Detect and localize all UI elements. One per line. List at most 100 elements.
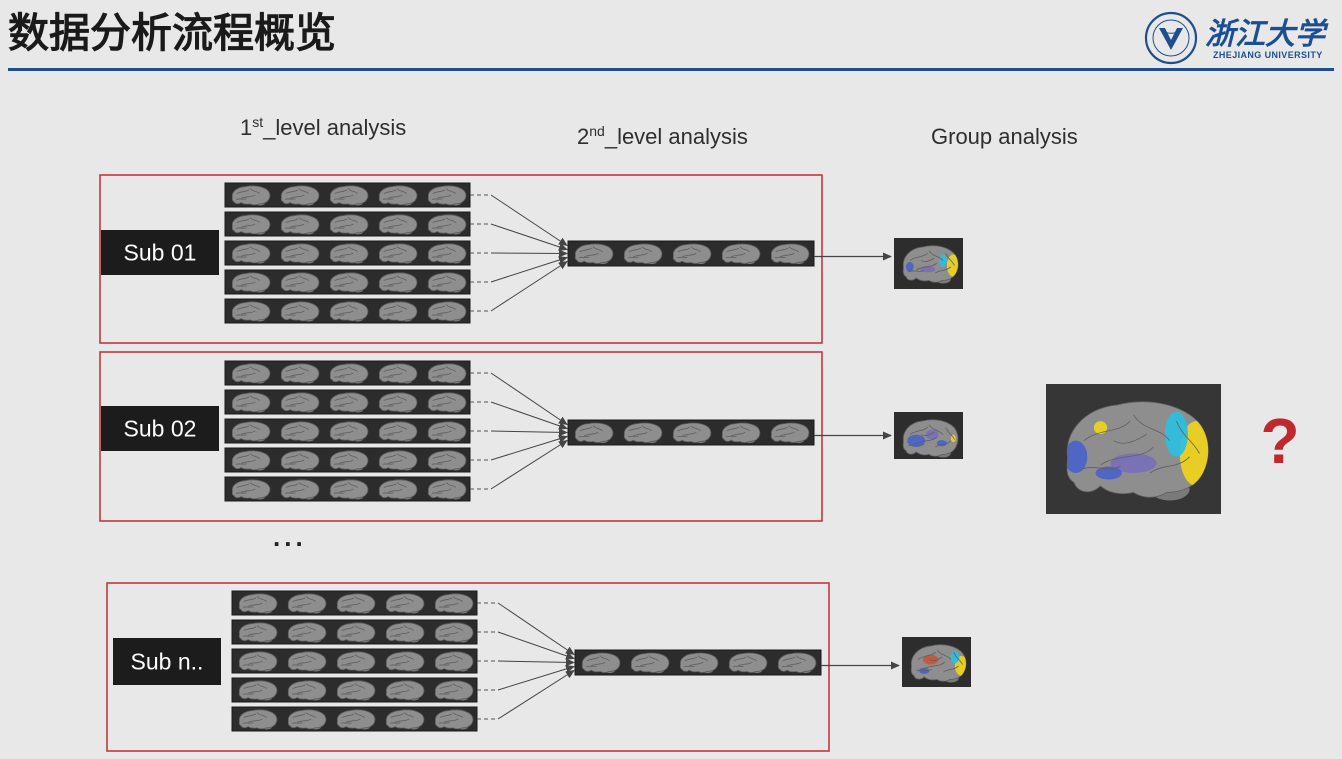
first-level-run-strip: [231, 677, 478, 703]
brain-thumbnail: [428, 480, 466, 500]
arrow: [490, 223, 568, 251]
slide-title: 数据分析流程概览: [8, 9, 336, 57]
first-level-run-strip: [224, 360, 471, 386]
first-level-run-strip: [224, 418, 471, 444]
brain-thumbnail: [771, 423, 809, 444]
brain-thumbnail: [435, 594, 473, 614]
brain-thumbnail: [232, 422, 270, 442]
brain-thumbnail: [239, 710, 277, 730]
first-level-run-strip: [231, 648, 478, 674]
brain-thumbnail: [330, 273, 368, 293]
subject-label-box: [101, 406, 219, 451]
arrow: [490, 401, 568, 430]
brain-thumbnail: [428, 422, 466, 442]
subject-result-brain: [902, 637, 971, 687]
second-level-strip: [574, 649, 822, 676]
brain-thumbnail: [281, 273, 319, 293]
brain-thumbnail: [330, 244, 368, 264]
subject-pipeline: Sub 01: [99, 174, 963, 344]
second-level-strip: [567, 240, 815, 267]
brain-thumbnail: [379, 422, 417, 442]
brain-thumbnail: [379, 393, 417, 413]
brain-thumbnail: [281, 186, 319, 206]
heading-first-level: 1st_level analysis: [240, 114, 406, 140]
ellipsis: ...: [273, 522, 307, 552]
brain-thumbnail: [428, 302, 466, 322]
activation-brain-image: [903, 246, 960, 284]
first-level-run-strip: [224, 447, 471, 473]
brain-thumbnail: [232, 451, 270, 471]
heading-second-level-number: 2: [577, 124, 589, 149]
subject-label-box: [101, 230, 219, 275]
brain-thumbnail: [288, 623, 326, 643]
brain-thumbnail: [281, 244, 319, 264]
brain-thumbnail: [232, 364, 270, 384]
brain-thumbnail: [428, 364, 466, 384]
brain-thumbnail: [575, 244, 613, 265]
brain-thumbnail: [337, 623, 375, 643]
brain-thumbnail: [288, 652, 326, 672]
brain-thumbnail: [379, 480, 417, 500]
activation-brain-image: [903, 420, 958, 458]
header-rule: [8, 68, 1334, 71]
brain-thumbnail: [729, 653, 767, 674]
brain-thumbnail: [232, 480, 270, 500]
first-level-run-strip: [224, 476, 471, 502]
brain-thumbnail: [232, 302, 270, 322]
second-level-strip: [567, 419, 815, 446]
arrow: [490, 194, 568, 247]
arrow: [497, 658, 575, 667]
arrow: [490, 249, 568, 258]
brain-thumbnail: [582, 653, 620, 674]
brain-thumbnail: [379, 451, 417, 471]
university-logo: 浙江大学 ZHEJIANG UNIVERSITY: [1144, 11, 1329, 65]
brain-thumbnail: [330, 186, 368, 206]
brain-thumbnail: [232, 393, 270, 413]
arrow: [490, 435, 568, 461]
group-result: [1046, 384, 1221, 514]
heading-first-level-rest: _level analysis: [262, 115, 406, 140]
brain-thumbnail: [379, 215, 417, 235]
arrow: [497, 631, 575, 660]
subject-label-box: [113, 638, 221, 685]
subject-box: [99, 174, 823, 344]
brain-thumbnail: [337, 681, 375, 701]
brain-thumbnail: [624, 244, 662, 265]
brain-thumbnail: [673, 423, 711, 444]
brain-thumbnail: [232, 186, 270, 206]
brain-thumbnail: [281, 422, 319, 442]
brain-thumbnail: [330, 364, 368, 384]
brain-thumbnail: [722, 244, 760, 265]
brain-thumbnail: [330, 215, 368, 235]
subject-pipeline: Sub n..: [106, 582, 971, 752]
arrow: [497, 665, 575, 691]
brain-thumbnail: [386, 710, 424, 730]
brain-thumbnail: [232, 273, 270, 293]
brain-thumbnail: [281, 302, 319, 322]
brain-thumbnail: [428, 393, 466, 413]
brain-thumbnail: [379, 364, 417, 384]
subject-box: [106, 582, 830, 752]
heading-first-level-number: 1: [240, 115, 252, 140]
brain-thumbnail: [281, 480, 319, 500]
brain-thumbnail: [281, 364, 319, 384]
brain-thumbnail: [337, 594, 375, 614]
arrow: [490, 439, 568, 490]
brain-thumbnail: [771, 244, 809, 265]
brain-thumbnail: [281, 451, 319, 471]
brain-thumbnail: [435, 652, 473, 672]
brain-thumbnail: [428, 244, 466, 264]
brain-thumbnail: [330, 480, 368, 500]
brain-thumbnail: [330, 393, 368, 413]
brain-thumbnail: [386, 681, 424, 701]
university-seal-icon: [1144, 11, 1198, 65]
brain-thumbnail: [288, 710, 326, 730]
brain-thumbnail: [386, 652, 424, 672]
brain-thumbnail: [680, 653, 718, 674]
brain-thumbnail: [379, 302, 417, 322]
brain-thumbnail: [673, 244, 711, 265]
heading-first-level-sup: st: [252, 114, 263, 130]
brain-thumbnail: [379, 273, 417, 293]
